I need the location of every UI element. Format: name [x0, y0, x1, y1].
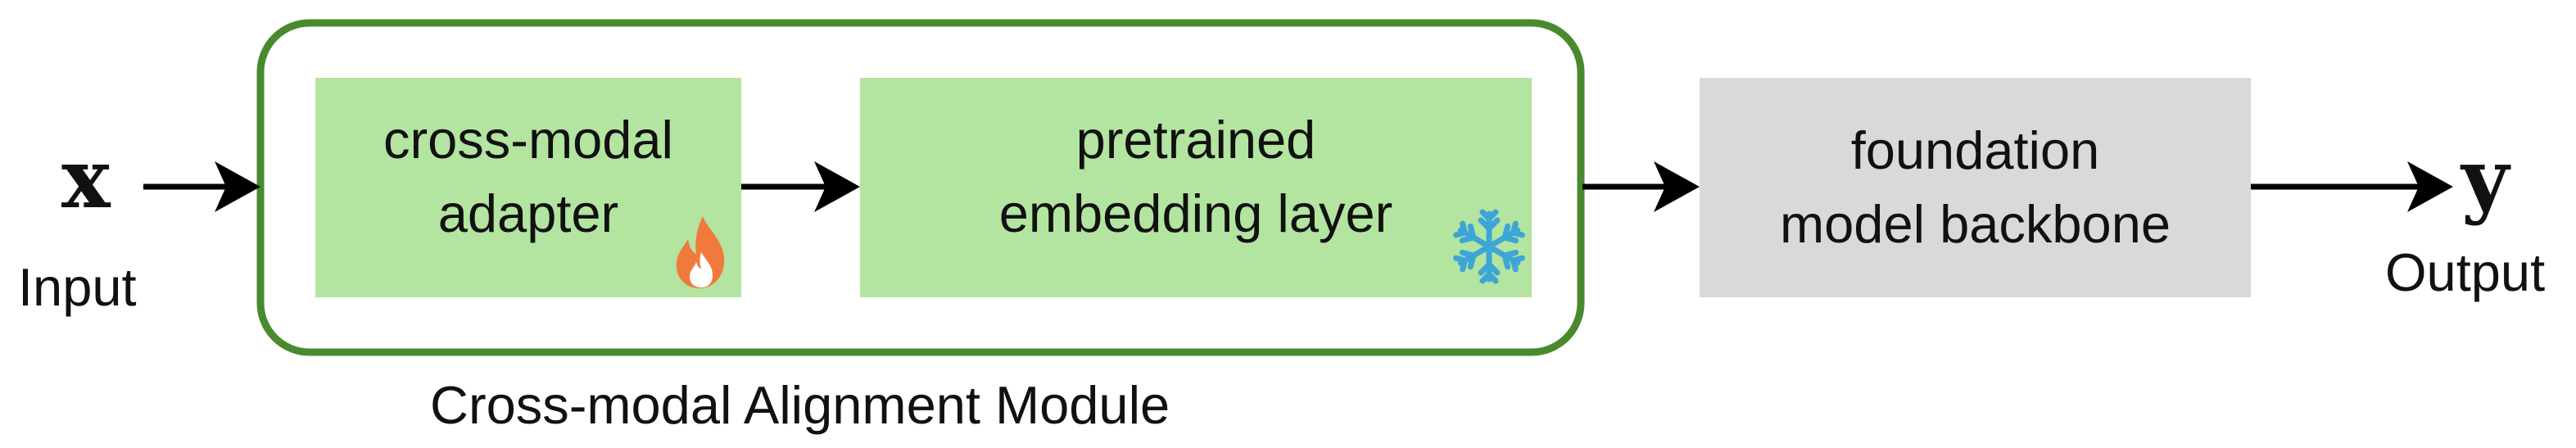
- embedding-label: pretrained embedding layer: [998, 110, 1393, 243]
- alignment-module-outline: [256, 19, 1585, 356]
- output-symbol: y: [2461, 130, 2510, 227]
- pretrained-embedding-layer-box: pretrained embedding layer: [860, 78, 1532, 297]
- input-symbol: x: [61, 130, 111, 227]
- output-arrow: [2251, 161, 2453, 212]
- fire-icon: [676, 216, 725, 288]
- module-to-backbone-arrow: [1582, 161, 1700, 212]
- input-arrow: [143, 161, 260, 212]
- alignment-module-label: Cross-modal Alignment Module: [430, 375, 1170, 435]
- output-label: Output: [2385, 242, 2546, 302]
- snowflake-icon: [1451, 209, 1527, 284]
- backbone-label: foundation model backbone: [1780, 120, 2171, 254]
- cross-modal-adapter-box: cross-modal adapter: [315, 78, 741, 297]
- adapter-to-embedding-arrow: [741, 161, 860, 212]
- input-label: Input: [18, 257, 137, 317]
- adapter-label: cross-modal adapter: [383, 110, 673, 243]
- foundation-model-backbone-box: foundation model backbone: [1700, 78, 2251, 297]
